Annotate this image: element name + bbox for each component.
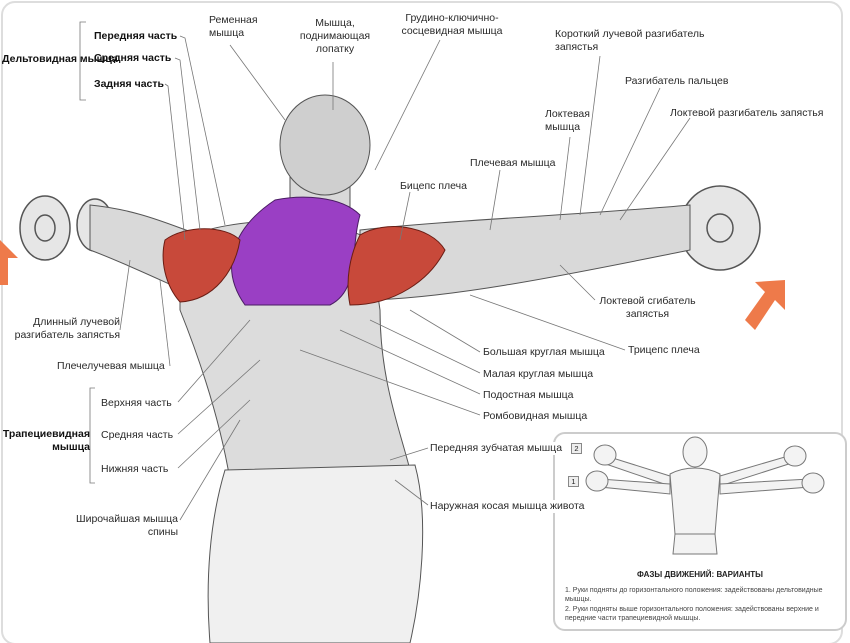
- biceps-label: Бицепс плеча: [400, 180, 467, 192]
- teres-minor-label: Малая круглая мышца: [483, 368, 594, 380]
- trap-lower-label: Нижняя часть: [101, 463, 169, 475]
- movement-phases-inset: ФАЗЫ ДВИЖЕНИЙ: ВАРИАНТЫ 1. Руки подняты …: [553, 432, 847, 631]
- brachioradialis-label: Плечелучевая мышца: [57, 360, 165, 372]
- oblique-label: Наружная косая мышца живота: [430, 500, 587, 513]
- inset-title: ФАЗЫ ДВИЖЕНИЙ: ВАРИАНТЫ: [637, 570, 763, 579]
- teres-major-label: Большая круглая мышца: [483, 346, 605, 358]
- ecrb-label: Короткий лучевой разгибатель запястья: [555, 28, 705, 53]
- trap-upper-label: Верхняя часть: [101, 397, 172, 409]
- phase-badge-1: 1: [568, 476, 579, 487]
- infraspinatus-label: Подостная мышца: [483, 389, 574, 401]
- deltoid-front-label: Передняя часть: [94, 30, 178, 42]
- ecrl-label: Длинный лучевой разгибатель запястья: [14, 316, 120, 341]
- trap-middle-label: Средняя часть: [101, 429, 174, 441]
- anconeus-label: Локтевая мышца: [545, 108, 590, 133]
- splenius-label: Ременная мышца: [209, 14, 258, 39]
- left-deltoid-highlight: [162, 228, 241, 303]
- right-arrow-icon: [745, 280, 785, 330]
- fcu-label: Локтевой сгибатель запястья: [599, 295, 696, 320]
- leader-lines: [79, 21, 691, 521]
- lats-label: Широчайшая мышца спины: [75, 513, 178, 538]
- trapezius-group-label: Трапециевидная мышца: [2, 428, 90, 453]
- right-dumbbell: [679, 185, 761, 271]
- inset-note-1: 1. Руки подняты до горизонтального полож…: [565, 587, 823, 603]
- inset-note-2: 2. Руки подняты выше горизонтального пол…: [565, 606, 819, 622]
- ecu-label: Локтевой разгибатель запястья: [670, 107, 824, 119]
- scm-label: Грудино-ключично-сосцевидная мышца: [401, 12, 503, 37]
- brachialis-label: Плечевая мышца: [470, 157, 556, 169]
- rhomboid-label: Ромбовидная мышца: [483, 410, 588, 422]
- right-arm: [359, 204, 691, 301]
- triceps-label: Трицепс плеча: [628, 344, 700, 356]
- trapezius-highlight: [231, 196, 361, 306]
- phase-badge-2: 2: [571, 443, 582, 454]
- deltoid-middle-label: Средняя часть: [94, 52, 172, 64]
- pants: [207, 464, 424, 643]
- deltoid-rear-label: Задняя часть: [94, 78, 164, 90]
- serratus-label: Передняя зубчатая мышца: [430, 442, 565, 455]
- left-arrow-icon: [0, 240, 18, 285]
- head: [279, 94, 371, 196]
- levator-label: Мышца, поднимающая лопатку: [299, 17, 371, 55]
- right-deltoid-highlight: [347, 226, 446, 306]
- inset-figure: [585, 436, 825, 555]
- ext-digitorum-label: Разгибатель пальцев: [625, 75, 729, 87]
- deltoid-group-label: Дельтовидная мышца: [2, 53, 118, 65]
